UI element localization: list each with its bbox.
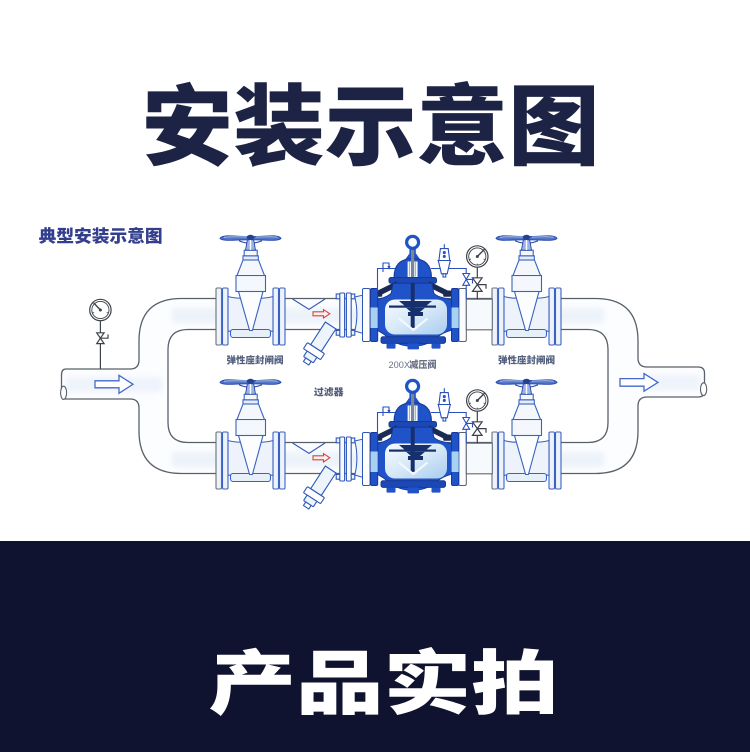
svg-text:200X: 200X xyxy=(389,360,410,370)
